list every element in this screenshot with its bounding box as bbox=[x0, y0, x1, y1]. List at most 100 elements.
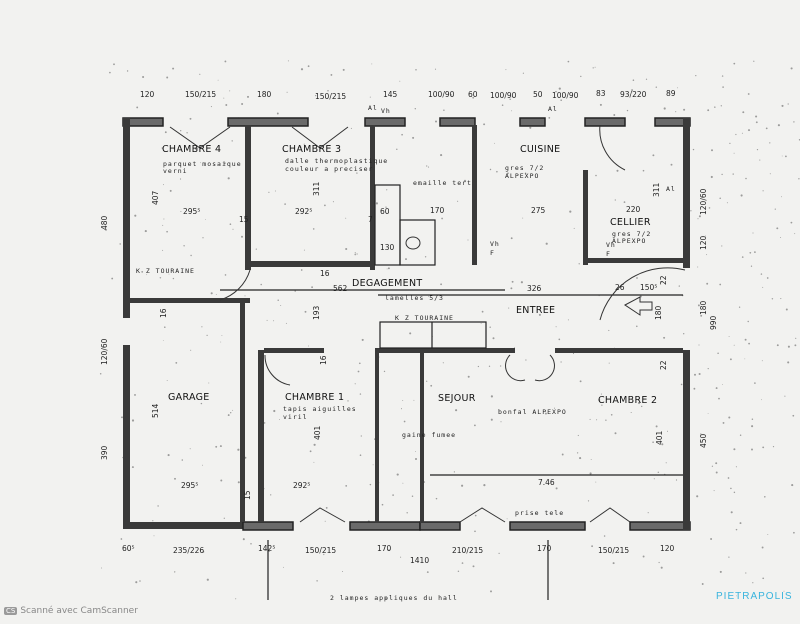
dimension-label: 120/60 bbox=[100, 338, 109, 365]
dimension-label: 16 bbox=[319, 355, 328, 365]
dimension-label: 480 bbox=[100, 215, 109, 230]
dimension-label: 326 bbox=[527, 284, 542, 293]
dimension-label: 83 bbox=[596, 89, 606, 98]
dimension-label: 562 bbox=[333, 284, 348, 293]
dimension-label: 450 bbox=[699, 433, 708, 448]
room-chambre-1: CHAMBRE 1 bbox=[285, 392, 344, 403]
note: bonfal ALPEXPO bbox=[498, 408, 567, 416]
note: Al bbox=[548, 105, 558, 113]
dimension-label: 100/90 bbox=[428, 90, 455, 99]
note: 2 lampes appliques du hall bbox=[330, 594, 458, 602]
note: K Z TOURAINE bbox=[395, 314, 454, 322]
dimension-label: 180 bbox=[654, 305, 663, 320]
room-dimensions: 407 295⁵ 311 292⁵ 15 16 60 170 130 275 2… bbox=[151, 181, 668, 500]
dimension-label: 990 bbox=[709, 315, 718, 330]
dimension-label: 130 bbox=[380, 243, 395, 252]
note: Vh bbox=[606, 241, 616, 249]
dimension-label: 170 bbox=[430, 206, 445, 215]
dimension-label: 150/215 bbox=[305, 546, 336, 555]
note: F bbox=[606, 250, 611, 258]
note: Vh bbox=[381, 107, 391, 115]
toilet-icon bbox=[405, 236, 421, 250]
dimension-label: 60 bbox=[380, 207, 390, 216]
dimension-label: 150/215 bbox=[315, 92, 346, 101]
dimension-label: 180 bbox=[257, 90, 272, 99]
room-cuisine: CUISINE bbox=[520, 144, 560, 155]
dimension-label: 170 bbox=[377, 544, 392, 553]
bottom-dimensions: 60⁵ 235/226 142⁵ 150/215 170 210/215 170… bbox=[122, 540, 675, 600]
room-cellier: CELLIER bbox=[610, 217, 651, 228]
dimension-label: 401 bbox=[655, 430, 664, 445]
dimension-label: 150⁵ bbox=[640, 283, 657, 292]
dimension-label: 15 bbox=[243, 490, 252, 500]
dimension-label: 22 bbox=[659, 275, 668, 285]
top-dimensions: 120 150/215 180 150/215 145 100/90 60 10… bbox=[140, 89, 676, 101]
note: Al bbox=[368, 104, 378, 112]
note: tapis aiguilles bbox=[283, 405, 357, 413]
pietrapolis-watermark: PIETRAPOLIS bbox=[716, 591, 793, 602]
note: gres 7/2 bbox=[612, 230, 651, 238]
dimension-label: 145 bbox=[383, 90, 398, 99]
note: gres 7/2 bbox=[505, 164, 544, 172]
room-chambre-4: CHAMBRE 4 bbox=[162, 144, 221, 155]
dimension-label: 220 bbox=[626, 205, 641, 214]
camscanner-text: Scanné avec CamScanner bbox=[20, 606, 138, 616]
note: F bbox=[490, 249, 495, 257]
note: K Z TOURAINE bbox=[136, 267, 195, 275]
camscanner-logo: CS bbox=[4, 607, 18, 615]
note: parquet mosaique bbox=[163, 160, 242, 168]
dimension-label: 7.46 bbox=[538, 478, 555, 487]
note: viril bbox=[283, 413, 308, 421]
walls bbox=[122, 117, 691, 531]
dimension-label: 142⁵ bbox=[258, 544, 275, 553]
note: verni bbox=[163, 167, 188, 175]
note: Al bbox=[666, 185, 676, 193]
note: gaine fumee bbox=[402, 431, 456, 439]
dimension-label: 100/90 bbox=[490, 91, 517, 100]
dimension-label: 60⁵ bbox=[122, 544, 135, 553]
scan-noise bbox=[99, 60, 800, 600]
dimension-label: 390 bbox=[100, 445, 109, 460]
note: prise tele bbox=[515, 509, 564, 517]
room-garage: GARAGE bbox=[168, 392, 210, 403]
note: couleur a preciser bbox=[285, 165, 373, 173]
dimension-label: 16 bbox=[159, 308, 168, 318]
dimension-label: 16 bbox=[320, 269, 330, 278]
dimension-label: 311 bbox=[652, 182, 661, 197]
dimension-label: 100/90 bbox=[552, 91, 579, 100]
room-degagement: DEGAGEMENT bbox=[352, 278, 422, 289]
note: ALPEXPO bbox=[612, 237, 646, 245]
dimension-label: 150/215 bbox=[598, 546, 629, 555]
room-sejour: SEJOUR bbox=[438, 393, 476, 404]
room-chambre-2: CHAMBRE 2 bbox=[598, 395, 657, 406]
dimension-label: 26 bbox=[615, 283, 625, 292]
room-chambre-3: CHAMBRE 3 bbox=[282, 144, 341, 155]
dimension-label: 120 bbox=[660, 544, 675, 553]
note: dalle thermoplastique bbox=[285, 157, 388, 165]
dimension-label: 89 bbox=[666, 89, 676, 98]
note: lamelles 5/3 bbox=[385, 294, 444, 302]
dimension-label: 235/226 bbox=[173, 546, 204, 555]
dimension-label: 60 bbox=[468, 90, 478, 99]
dimension-label: 401 bbox=[313, 425, 322, 440]
dimension-label: 120/60 bbox=[699, 188, 708, 215]
dimension-label: 1410 bbox=[410, 556, 429, 565]
dimension-label: 120 bbox=[140, 90, 155, 99]
dimension-label: 150/215 bbox=[185, 90, 216, 99]
dimension-label: 15 bbox=[239, 215, 249, 224]
dimension-label: 50 bbox=[533, 90, 543, 99]
dimension-label: 275 bbox=[531, 206, 546, 215]
dimension-label: 120 bbox=[699, 235, 708, 250]
dimension-label: 514 bbox=[151, 403, 160, 418]
dimension-label: 292⁵ bbox=[293, 481, 310, 490]
note: emaille tert bbox=[413, 179, 472, 187]
dimension-label: 7 bbox=[368, 215, 373, 224]
dimension-label: 22 bbox=[659, 360, 668, 370]
dimension-label: 311 bbox=[312, 181, 321, 196]
dimension-label: 407 bbox=[151, 190, 160, 205]
dimension-label: 93/220 bbox=[620, 90, 647, 99]
entrance-arrow-icon bbox=[624, 296, 653, 316]
dimension-label: 170 bbox=[537, 544, 552, 553]
